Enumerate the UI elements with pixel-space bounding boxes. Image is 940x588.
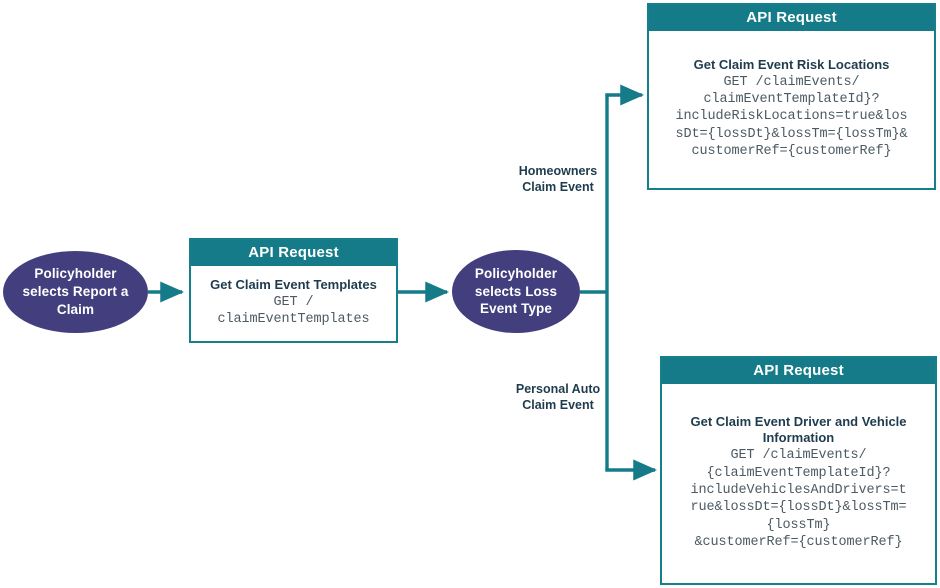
node-policyholder-selects-loss-event-type[interactable]: Policyholder selects Loss Event Type xyxy=(452,250,580,333)
api-box-endpoint: GET /claimEvents/ {claimEventTemplateId}… xyxy=(690,448,907,550)
branch-label-homeowners: Homeowners Claim Event xyxy=(518,164,598,195)
api-box-body: Get Claim Event Risk Locations GET /clai… xyxy=(649,31,934,188)
api-box-title: Get Claim Event Driver and Vehicle Infor… xyxy=(690,413,907,446)
api-box-body: Get Claim Event Templates GET / claimEve… xyxy=(191,266,396,341)
node-policyholder-report-claim[interactable]: Policyholder selects Report a Claim xyxy=(3,251,148,333)
api-box-title: Get Claim Event Risk Locations xyxy=(693,56,890,72)
branch-label-personal-auto: Personal Auto Claim Event xyxy=(515,382,601,413)
node-loss-type-label: Policyholder selects Loss Event Type xyxy=(474,265,558,317)
api-request-box-get-claim-event-driver-and-vehicle-information[interactable]: API Request Get Claim Event Driver and V… xyxy=(660,356,937,585)
api-box-endpoint: GET /claimEvents/ claimEventTemplateId}?… xyxy=(675,74,908,160)
api-request-box-get-claim-event-templates[interactable]: API Request Get Claim Event Templates GE… xyxy=(189,238,398,343)
api-box-header: API Request xyxy=(649,5,934,31)
api-box-body: Get Claim Event Driver and Vehicle Infor… xyxy=(662,384,935,583)
api-request-box-get-claim-event-risk-locations[interactable]: API Request Get Claim Event Risk Locatio… xyxy=(647,3,936,190)
api-box-header: API Request xyxy=(191,240,396,266)
node-start-label: Policyholder selects Report a Claim xyxy=(22,266,129,317)
api-box-endpoint: GET / claimEventTemplates xyxy=(217,294,370,328)
api-box-title: Get Claim Event Templates xyxy=(210,276,377,292)
api-box-header: API Request xyxy=(662,358,935,384)
